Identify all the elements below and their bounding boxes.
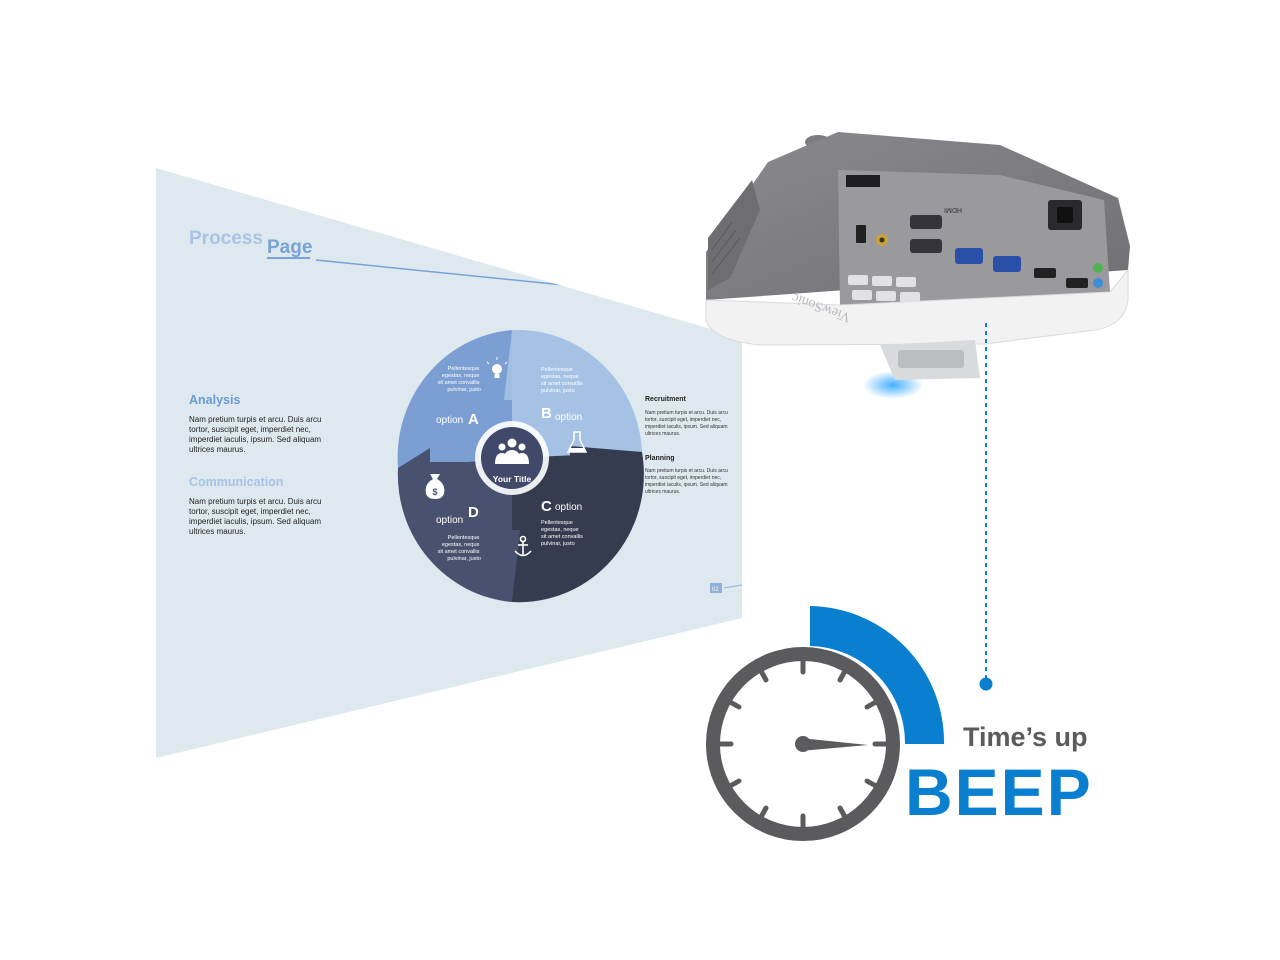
option-b-text: Pellentesque egestas, neque sit amet con… [541,367,584,394]
vga-port-2 [993,256,1021,272]
segment-a [397,330,512,468]
vga-port-1 [955,248,983,264]
audio-out-port [1093,278,1103,288]
option-a-word: option [436,415,463,426]
page-number: 02 [712,587,719,593]
port-label: HDMI [944,206,962,213]
clock-ticks [716,657,890,831]
option-b-word: option [555,412,582,423]
hdmi-port-1 [1034,268,1056,278]
option-d-word: option [436,515,463,526]
connector-dot [979,677,993,691]
recruitment-heading: Recruitment [645,396,687,403]
timer-arc [810,606,945,744]
keypad [848,275,920,302]
clock-pin [795,736,811,752]
option-c-text: Pellentesque egestas, neque sit amet con… [541,520,584,547]
slide-title-part2: Page [267,237,312,258]
anchor-icon [514,535,532,557]
arrow-c [570,446,642,472]
process-circle: Your Title Pellentesque egestas, neque s… [397,329,644,603]
option-d-letter: D [468,504,479,521]
center-title: Your Title [493,474,532,484]
vent-lines [711,221,741,275]
arrow-b [504,330,534,400]
planning-body: Nam pretium turpis et arcu. Duis arcu to… [645,468,729,495]
security-slot [846,175,880,187]
option-a-text: Pellentesque egestas, neque sit amet con… [438,366,481,393]
option-b-letter: B [541,405,552,422]
arrow-d2 [490,530,520,602]
analysis-heading: Analysis [189,393,240,407]
option-a-letter: A [468,411,479,428]
logo-box [684,287,704,300]
money-bag-icon: $ [425,474,445,499]
projector: HDMI ViewSonic [705,132,1130,399]
timer-caption: Time’s up [963,722,1088,752]
option-c-letter: C [541,498,552,515]
lens [898,350,964,368]
planning-heading: Planning [645,455,675,462]
communication-body: Nam pretium turpis et arcu. Duis arcu to… [189,497,324,536]
people-icon [495,438,529,464]
segment-b [512,329,642,458]
usb-port [856,225,866,243]
page-rule [723,584,742,589]
hdmi-port-2 [1066,278,1088,288]
slide-title-part1: Process [189,228,263,249]
audio-in-port [1093,263,1103,273]
stopwatch-icon [706,606,945,841]
analysis-body: Nam pretium turpis et arcu. Duis arcu to… [189,415,324,454]
serial-port [910,215,942,229]
clock-hand [800,738,868,751]
option-c-word: option [555,502,582,513]
projector-bottom [705,268,1129,346]
lightbulb-icon [486,357,508,378]
page-number-box [710,583,722,593]
flask-icon [566,431,588,453]
serial-port-2 [910,239,942,253]
segment-c [512,452,644,603]
communication-heading: Communication [189,475,283,489]
clock-face [706,647,900,841]
recruitment-body: Nam pretium turpis et arcu. Duis arcu to… [645,410,729,437]
timer-headline: BEEP [905,755,1093,829]
arrow-d [398,448,470,476]
option-d-text: Pellentesque egestas, neque sit amet con… [438,535,481,562]
svg-text:$: $ [432,487,437,497]
projected-slide: Process Page LOGO Analysis Nam pretium t… [156,168,742,758]
